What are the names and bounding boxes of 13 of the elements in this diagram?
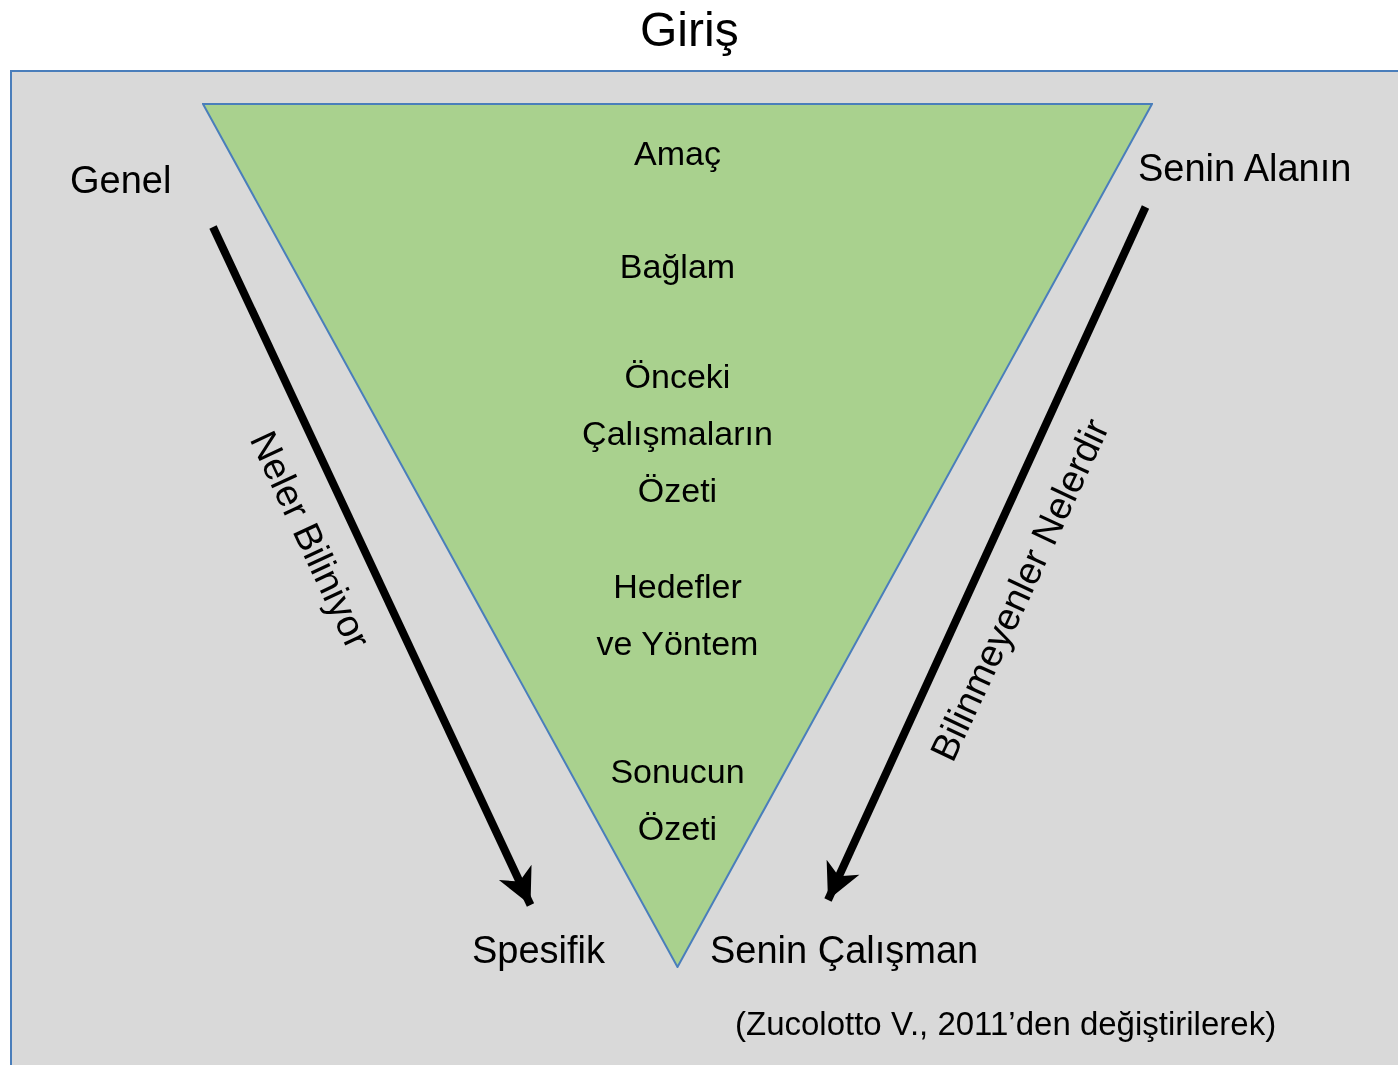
arrow <box>209 225 535 907</box>
title: Giriş <box>640 2 739 58</box>
section-label: Amaç <box>633 133 722 174</box>
level-label: Genel <box>70 155 172 205</box>
section-label: Hedefler ve Yöntem <box>595 566 760 664</box>
section-label: Önceki Çalışmaların Özeti <box>581 356 774 511</box>
section-label: Bağlam <box>618 246 737 287</box>
section-label: Sonucun Özeti <box>609 751 746 849</box>
level-label: Senin Çalışman <box>710 925 979 975</box>
level-label: Senin Alanın <box>1138 143 1352 193</box>
caption: (Zucolotto V., 2011’den değiştirilerek) <box>735 1005 1277 1043</box>
arrow <box>824 205 1150 902</box>
level-label: Spesifik <box>472 925 606 975</box>
